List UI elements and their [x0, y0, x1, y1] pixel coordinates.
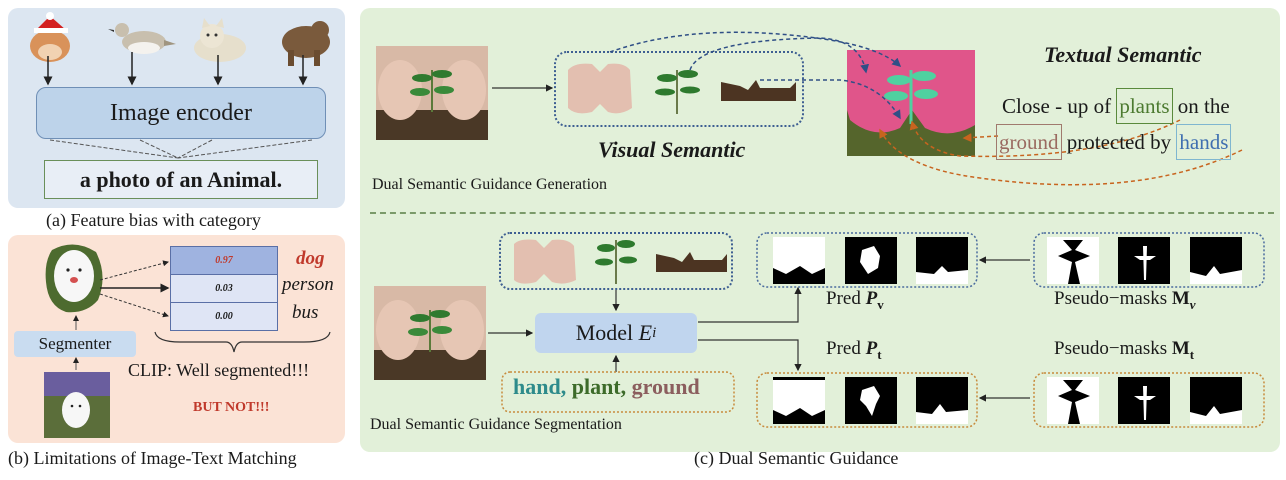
visual-semantic-title: Visual Semantic	[598, 137, 746, 162]
pseudo-t-symbol: M	[1171, 338, 1190, 359]
pred-v-text: Pred	[826, 288, 866, 309]
score-value: 0.03	[215, 283, 233, 294]
pseudo-v-label: Pseudo−masks Mv	[1054, 288, 1196, 313]
pred-v-box	[756, 232, 978, 288]
hamster-image	[30, 12, 70, 62]
pred-t-label: Pred Pt	[826, 338, 882, 363]
clip-score-table: 0.97 0.03 0.00	[170, 246, 278, 331]
cat-image	[194, 18, 246, 62]
pred-t-text: Pred	[826, 338, 866, 359]
plant-segment-bottom	[595, 240, 637, 284]
pseudo-t-subscript: t	[1189, 346, 1195, 362]
hands-segment-bottom	[514, 239, 576, 284]
ground-segment-bottom	[656, 252, 727, 272]
score-value: 0.00	[215, 311, 233, 322]
word-plant: plant,	[571, 374, 627, 399]
bear-image	[282, 21, 330, 66]
ground-segment-top	[721, 80, 796, 101]
visual-link-curves	[609, 31, 902, 120]
score-row-person: 0.03	[171, 275, 277, 303]
segmentation-section-label: Dual Semantic Guidance Segmentation	[370, 416, 622, 433]
sentence-part-3: protected by	[1061, 130, 1177, 154]
word-ground-bottom: ground	[631, 374, 700, 399]
pseudo-t-masks	[1047, 377, 1242, 424]
text-guidance-box	[501, 371, 735, 413]
pred-t-box	[756, 372, 978, 428]
pseudo-t-label: Pseudo−masks Mt	[1054, 338, 1194, 363]
image-encoder-label: Image encoder	[110, 99, 252, 126]
encoder-to-text-dashes	[49, 139, 313, 159]
caption-a: (a) Feature bias with category	[46, 210, 261, 230]
panel-b-graphics	[44, 244, 331, 438]
textual-link-curves	[879, 119, 1243, 186]
pseudo-v-box	[1033, 232, 1265, 288]
bird-image	[108, 23, 176, 54]
visual-semantic-box	[554, 51, 804, 127]
word-hands: hands	[1176, 124, 1232, 160]
animal-prompt-box: a photo of an Animal.	[44, 160, 318, 199]
dog-photo	[44, 372, 110, 438]
pseudo-v-subscript: v	[1189, 296, 1196, 312]
score-value: 0.97	[215, 255, 233, 266]
clip-well-segmented-text: CLIP: Well segmented!!!	[128, 360, 310, 380]
plant-segment-top	[655, 70, 700, 114]
arrow-model-to-pred-t	[698, 339, 802, 372]
pseudo-v-text: Pseudo−masks	[1054, 288, 1172, 309]
caption-c: (c) Dual Semantic Guidance	[694, 448, 899, 468]
section-divider	[370, 212, 1274, 214]
word-hand: hand,	[513, 374, 567, 399]
sentence-part-2: on the	[1172, 94, 1230, 118]
pred-v-subscript: v	[877, 296, 884, 312]
score-row-bus: 0.00	[171, 303, 277, 330]
semantic-segmentation-map	[847, 50, 975, 156]
pred-t-subscript: t	[877, 346, 882, 362]
pred-t-symbol: P	[865, 338, 878, 359]
pseudo-t-text: Pseudo−masks	[1054, 338, 1172, 359]
caption-b: (b) Limitations of Image-Text Matching	[8, 448, 297, 468]
class-label-person: person	[282, 274, 334, 295]
pred-v-label: Pred Pv	[826, 288, 884, 313]
pred-t-masks	[773, 377, 968, 424]
segmenter-box: Segmenter	[14, 331, 136, 357]
source-image-bottom	[374, 286, 486, 380]
model-subscript: i	[652, 324, 657, 341]
model-label: Model	[575, 320, 634, 345]
class-label-bus: bus	[292, 302, 319, 323]
visual-guidance-box	[499, 232, 733, 290]
sentence-part-1: Close - up of	[1002, 94, 1117, 118]
but-not-text: BUT NOT!!!	[193, 400, 270, 415]
segmented-dog-image	[45, 244, 103, 313]
model-symbol: E	[638, 320, 653, 345]
image-encoder-box: Image encoder	[36, 87, 326, 139]
hands-segment-top	[568, 63, 632, 114]
caption-sentence: Close - up of plants on the ground prote…	[996, 88, 1232, 160]
arrow-model-to-pred-v	[698, 286, 802, 323]
score-row-dog: 0.97	[171, 247, 277, 275]
segmenter-label: Segmenter	[38, 334, 112, 353]
textual-semantic-title: Textual Semantic	[1044, 42, 1202, 67]
arrow-to-dog	[99, 260, 169, 281]
text-guidance-words: hand, plant, ground	[513, 374, 700, 400]
pseudo-v-symbol: M	[1171, 288, 1190, 309]
animal-inputs	[30, 12, 330, 66]
word-ground: ground	[996, 124, 1062, 160]
class-label-dog: dog	[296, 248, 325, 269]
arrow-to-bus	[99, 293, 169, 318]
source-image-top	[376, 46, 488, 140]
generation-section-label: Dual Semantic Guidance Generation	[372, 176, 608, 193]
brace	[154, 331, 331, 353]
pred-v-masks	[773, 237, 968, 284]
pseudo-v-masks	[1047, 237, 1242, 284]
panel-a-arrows	[43, 52, 313, 159]
animal-prompt-text: a photo of an Animal.	[79, 166, 283, 192]
word-plants: plants	[1116, 88, 1173, 124]
pred-v-symbol: P	[865, 288, 878, 309]
pseudo-t-box	[1033, 372, 1265, 428]
